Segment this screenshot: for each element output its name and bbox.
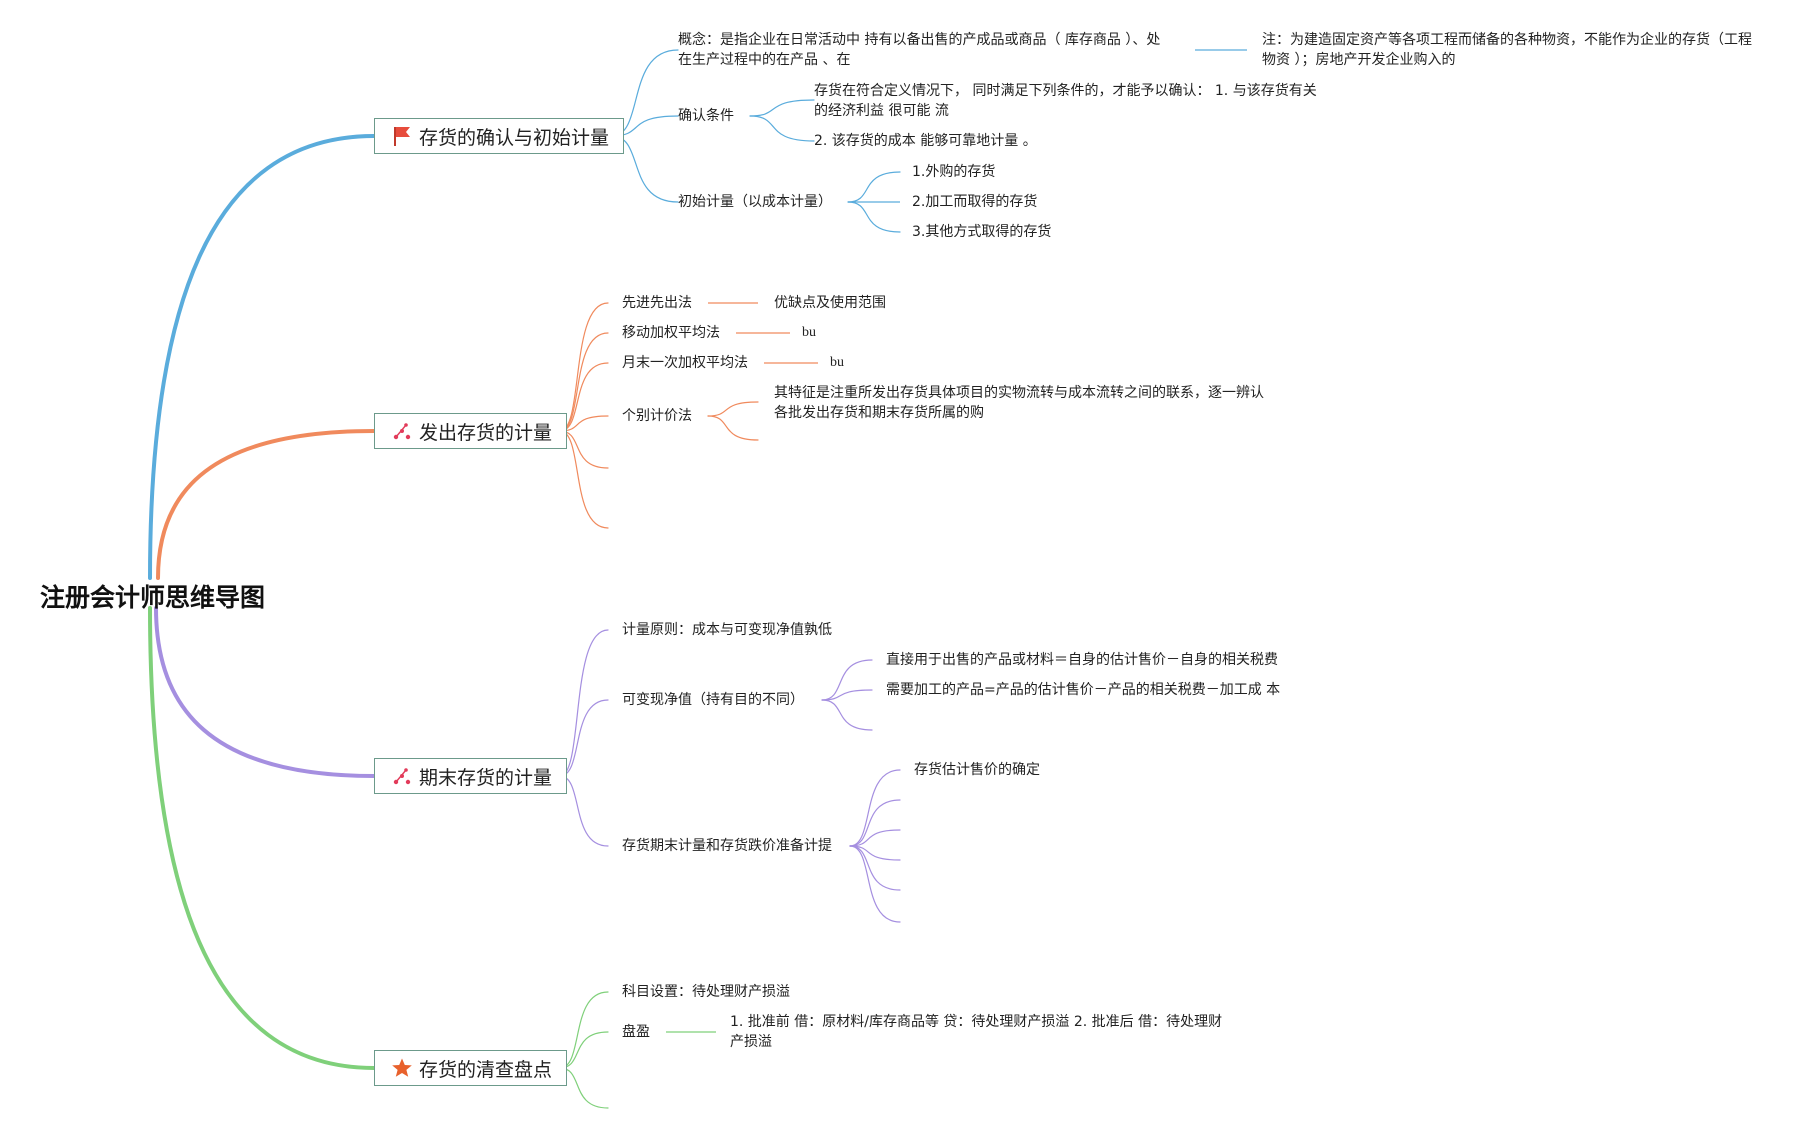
node-recognition-2[interactable]: 2. 该存货的成本 能够可靠地计量 。 [814,133,1037,149]
link-provision-3 [849,829,901,847]
link-nrv-1 [821,659,873,701]
node-recognition-1[interactable]: 存货在符合定义情况下， 同时满足下列条件的，才能予以确认： 1. 与该存货有关的… [814,83,1317,119]
node-provision-1[interactable]: 存货估计售价的确定 [914,762,1040,778]
link-recognition-2 [749,115,815,142]
link-nrv-2 [821,689,873,701]
link-provision [559,775,609,847]
node-concept[interactable]: 概念：是指企业在日常活动中 持有以备出售的产成品或商品（ 库存商品 ）、处在生产… [678,32,1161,68]
node-moving-average[interactable]: 移动加权平均法 [622,325,720,341]
link-empty-2 [559,430,609,529]
branch-inventory-count[interactable]: 存货的清查盘点 [374,1050,568,1086]
node-specific-identification[interactable]: 个别计价法 [622,408,692,424]
trunk-branch-4 [148,606,376,1070]
link-account [559,991,609,1069]
star-icon [391,1057,413,1079]
node-recognition[interactable]: 确认条件 [678,108,734,124]
root-topic[interactable]: 注册会计师思维导图 [40,583,266,612]
node-specific-note[interactable]: 其特征是注重所发出存货具体项目的实物流转与成本流转之间的联系，逐一辨认各批发出存… [774,385,1264,421]
node-moving-note[interactable]: bu [802,325,816,340]
link-monthly [559,362,609,432]
node-monthly-note[interactable]: bu [830,355,844,370]
link-initial-3 [847,201,901,233]
link-specific-note [707,401,759,417]
trunk-branch-2 [156,429,376,580]
link-provision-2 [849,799,901,847]
node-surplus[interactable]: 盘盈 [622,1024,650,1040]
sparkle-icon [391,420,413,442]
node-initial-measurement[interactable]: 初始计量（以成本计量） [678,194,832,210]
node-initial-item-1[interactable]: 1.外购的存货 [912,164,996,180]
link-surplus [559,1031,609,1069]
link-provision-4 [849,845,901,861]
link-specific-empty [707,415,759,441]
node-initial-item-3[interactable]: 3.其他方式取得的存货 [912,224,1052,240]
link-initial-1 [847,171,901,203]
link-empty-count [559,1067,609,1109]
branch-label: 发出存货的计量 [419,421,553,444]
branch-inventory-recognition[interactable]: 存货的确认与初始计量 [374,118,625,154]
node-monthly-average[interactable]: 月末一次加权平均法 [622,355,748,371]
node-surplus-note[interactable]: 1. 批准前 借：原材料/库存商品等 贷：待处理财产损溢 2. 批准后 借：待处… [730,1014,1223,1050]
trunk-branch-1 [148,134,376,580]
node-fifo-note[interactable]: 优缺点及使用范围 [774,295,886,311]
node-principle[interactable]: 计量原则：成本与可变现净值孰低 [622,622,832,638]
trunk-branch-3 [154,606,376,778]
node-nrv-2[interactable]: 需要加工的产品=产品的估计售价－产品的相关税费－加工成 本 [886,682,1281,698]
branch-label: 存货的清查盘点 [419,1058,553,1081]
link-provision-5 [849,845,901,891]
branch-issued-inventory[interactable]: 发出存货的计量 [374,413,568,449]
link-fifo [559,302,609,432]
node-nrv-1[interactable]: 直接用于出售的产品或材料＝自身的估计售价－自身的相关税费 [886,652,1278,668]
link-principle [559,629,609,777]
link-nrv-empty [821,699,873,731]
node-initial-item-2[interactable]: 2.加工而取得的存货 [912,194,1038,210]
node-nrv[interactable]: 可变现净值（持有目的不同） [622,692,804,708]
red-flag-icon [391,125,413,147]
node-account-setup[interactable]: 科目设置：待处理财产损溢 [622,984,790,1000]
branch-label: 期末存货的计量 [419,766,553,789]
node-concept-note[interactable]: 注：为建造固定资产等各项工程而储备的各种物资，不能作为企业的存货（工程物资 ）；… [1262,32,1752,68]
node-provision[interactable]: 存货期末计量和存货跌价准备计提 [622,838,832,854]
link-provision-1 [849,769,901,847]
link-recognition-1 [749,99,815,117]
branch-ending-inventory[interactable]: 期末存货的计量 [374,758,568,794]
link-provision-6 [849,845,901,923]
sparkle-icon [391,765,413,787]
link-nrv [559,699,609,777]
node-fifo[interactable]: 先进先出法 [622,295,692,311]
link-empty-1 [559,430,609,469]
branch-label: 存货的确认与初始计量 [419,126,610,149]
